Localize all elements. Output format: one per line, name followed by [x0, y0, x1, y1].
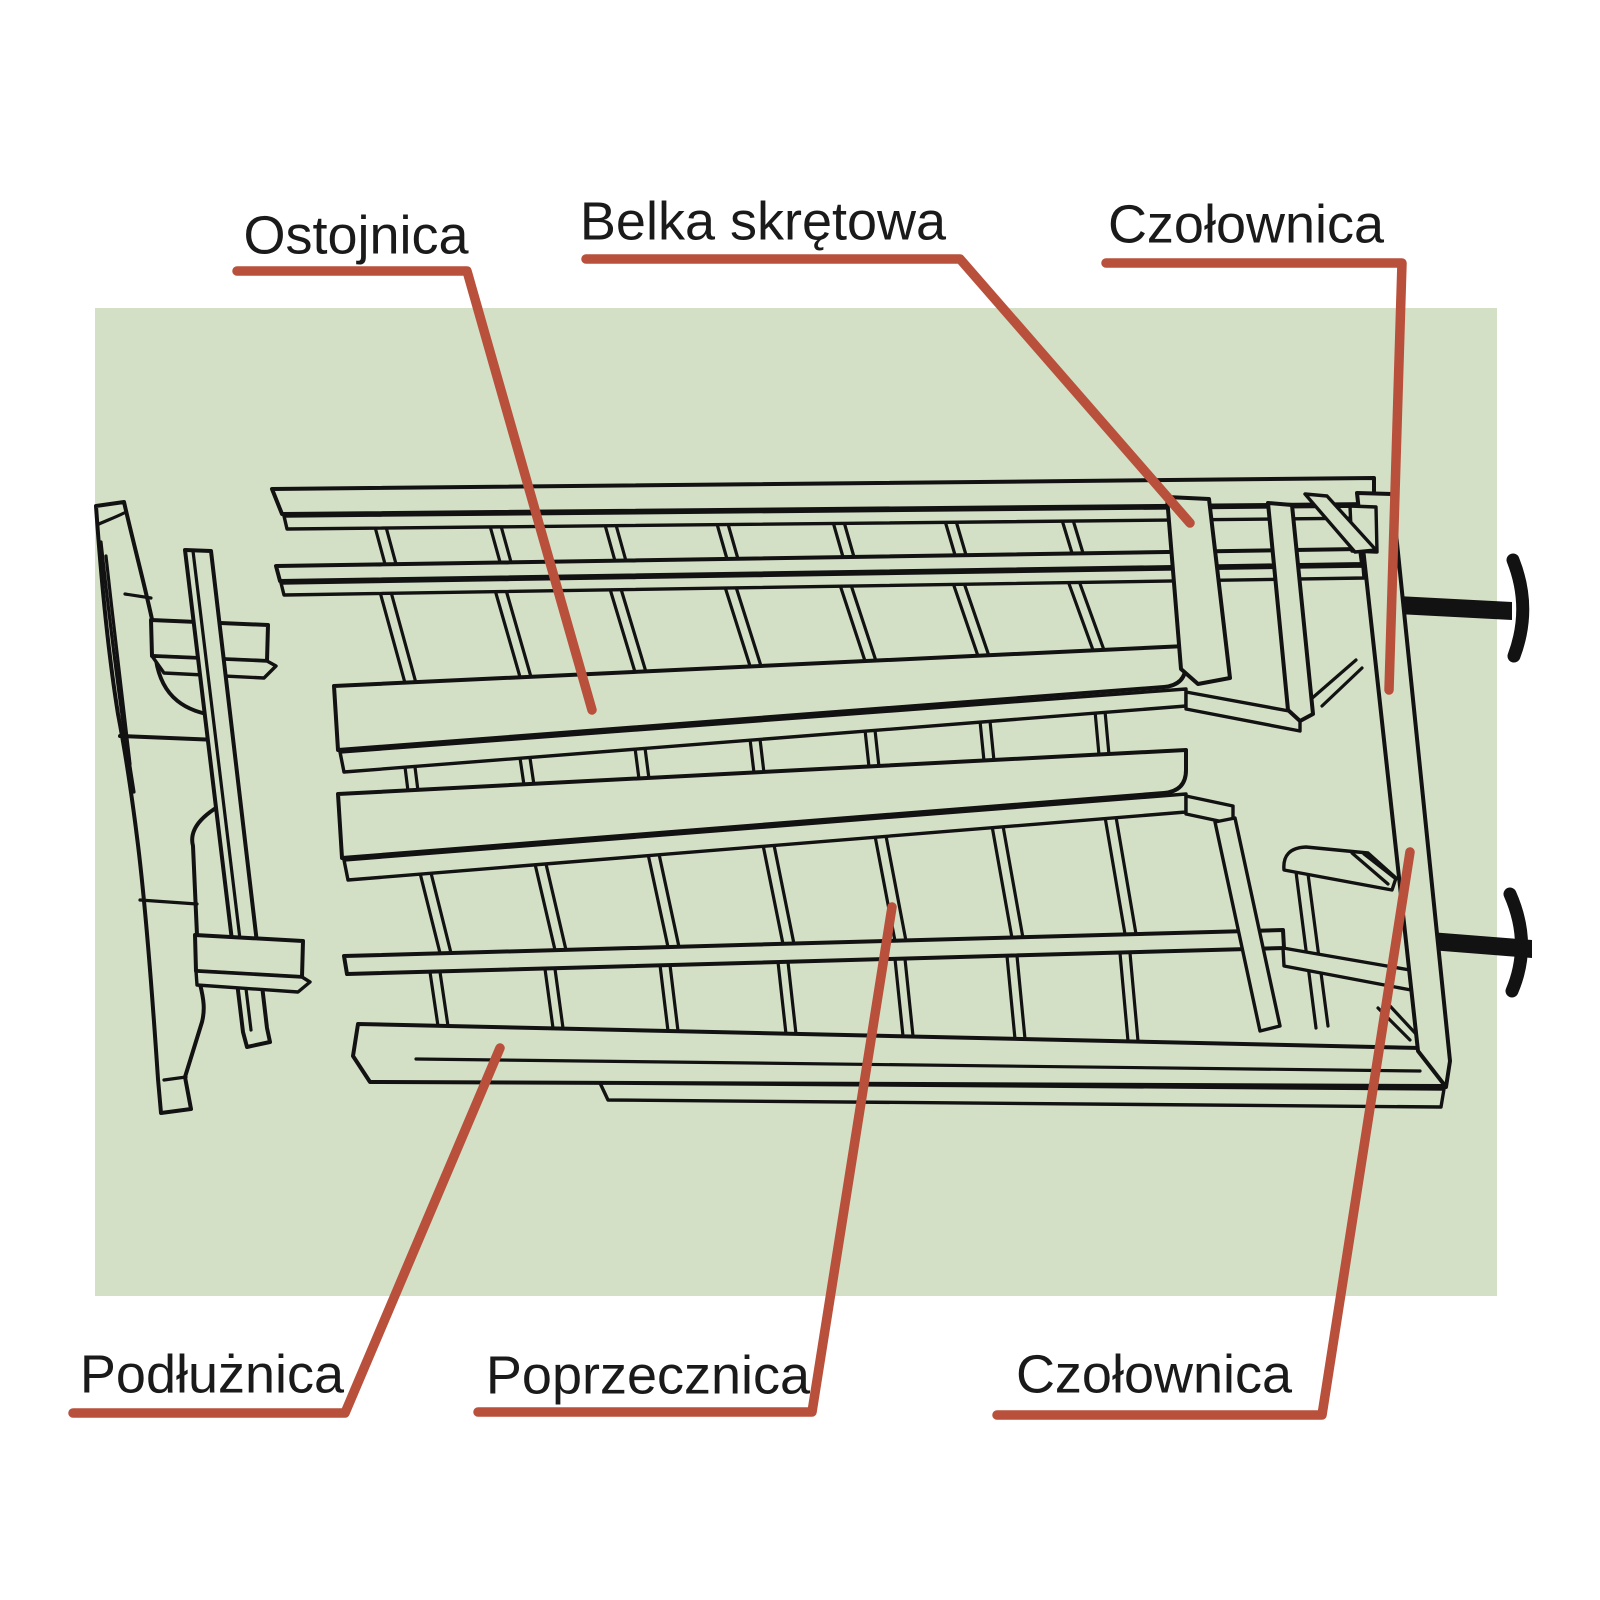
weld-hatch-upper — [1308, 658, 1364, 708]
frame-drawing — [94, 476, 1532, 1115]
center-beam-lower — [336, 748, 1235, 882]
label-poprzecznica: Poprzecznica — [485, 1345, 811, 1406]
buffer-upper — [1396, 553, 1530, 663]
bottom-sill — [351, 1022, 1449, 1109]
bolster-struts — [1294, 870, 1330, 1030]
label-czolownica-dolna: Czołownica — [1015, 1344, 1293, 1405]
leader-podluznica — [68, 1043, 505, 1418]
label-podluznica: Podłużnica — [79, 1344, 345, 1405]
buffer-lower — [1430, 887, 1532, 998]
leader-poprzecznica — [473, 902, 897, 1417]
torsion-beam — [1165, 495, 1232, 686]
diagonal-drop-member — [1213, 816, 1282, 1033]
buffer-bar-lower — [193, 933, 312, 994]
leader-czolownica-gorna — [1101, 258, 1407, 695]
cross-member-right — [1266, 501, 1315, 723]
label-ostojnica: Ostojnica — [243, 205, 469, 266]
headstock-plate — [94, 500, 235, 1115]
leader-czolownica-dolna — [992, 847, 1415, 1420]
label-czolownica-gorna: Czołownica — [1107, 194, 1385, 255]
side-sill-second — [274, 547, 1366, 597]
leader-lines — [68, 254, 1415, 1420]
buffer-stem — [1396, 596, 1512, 620]
buffer-head — [1506, 553, 1530, 663]
right-headstock — [1303, 491, 1452, 1089]
left-headstock-assembly — [94, 500, 312, 1115]
buffer-head — [1503, 887, 1529, 998]
leader-belka-skretowa — [581, 254, 1195, 528]
cross-struts — [373, 518, 1140, 1043]
buffer-stem — [1430, 932, 1532, 958]
leader-ostojnica — [232, 266, 597, 715]
center-beam-upper — [332, 644, 1302, 774]
label-belka-skretowa: Belka skrętowa — [579, 191, 947, 252]
